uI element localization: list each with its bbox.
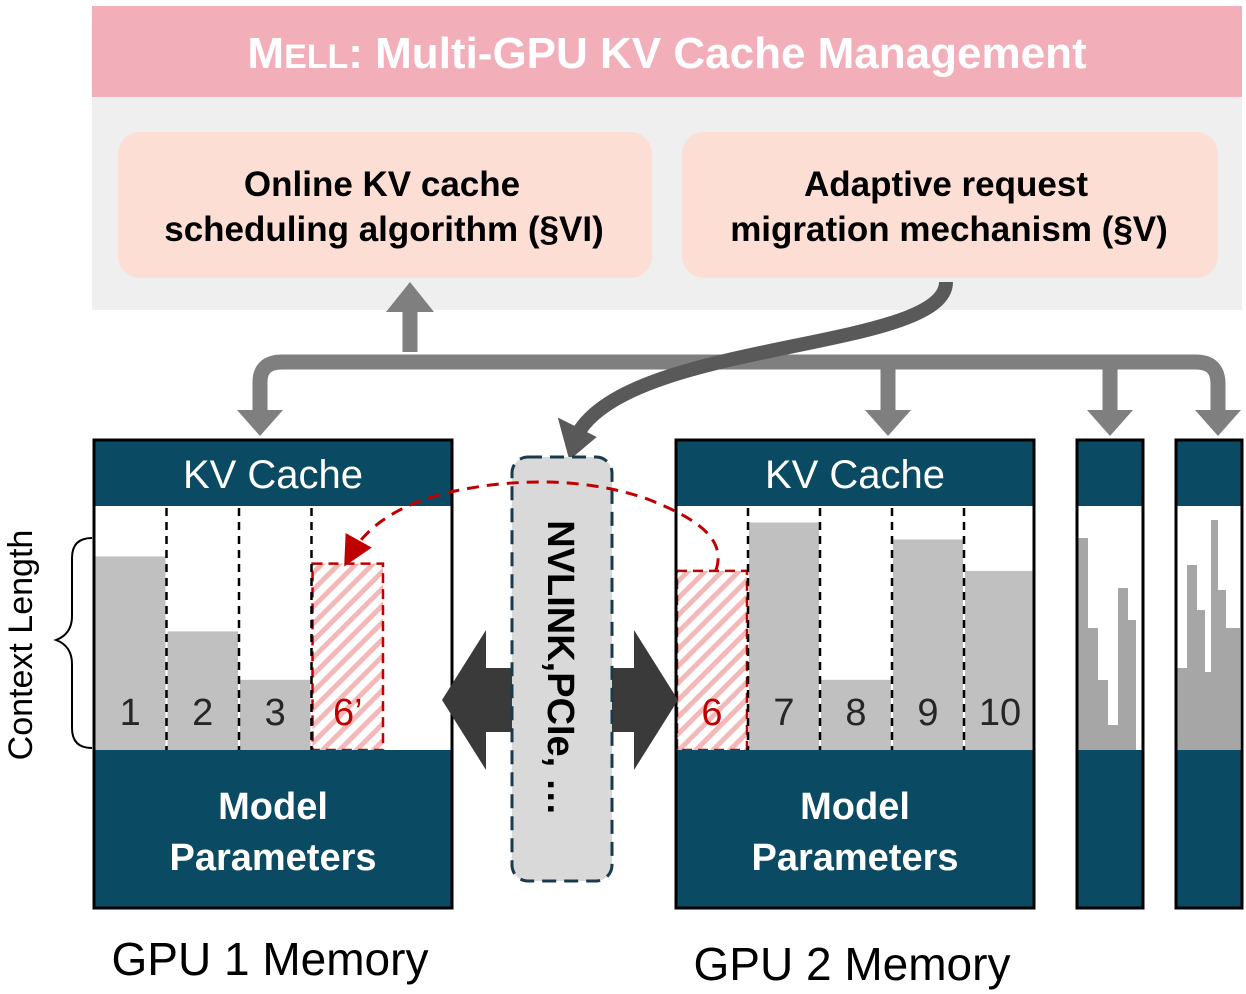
request-bar-1-3 <box>893 539 963 750</box>
gpu3-memory-mini <box>1075 438 1145 910</box>
migration-arrow-head-icon <box>557 417 597 461</box>
request-bar-0-2 <box>240 679 311 750</box>
gpu2-params-line2: Parameters <box>751 837 958 879</box>
interconnect-label: NVLINK,PCIe, … <box>539 520 581 816</box>
arrow-down-gpu1-icon <box>237 410 283 436</box>
request-id-label: 2 <box>192 692 213 734</box>
gpu1-params-block <box>94 750 452 908</box>
scheduler-line1: Online KV cache <box>244 165 520 204</box>
request-bar-1-2 <box>821 679 891 750</box>
request-id-label: 8 <box>845 692 866 734</box>
gpu3-cache-usage <box>1078 538 1136 750</box>
request-id-label: 1 <box>120 692 141 734</box>
gpu2-params-block <box>676 750 1034 908</box>
gpu2-memory: KV Cache 6 7 8 9 10 Model Parameters <box>674 438 1036 910</box>
gpu1-request-bars: 1 2 3 6’ <box>95 508 385 752</box>
request-id-label: 7 <box>773 692 794 734</box>
request-bar-0-0 <box>95 556 166 750</box>
gpu1-memory: KV Cache 1 2 3 6’ Model Parameters <box>92 438 454 910</box>
migration-line1: Adaptive request <box>804 165 1088 204</box>
request-id-label: 6’ <box>333 692 363 734</box>
context-length-brace <box>53 537 93 749</box>
gpu1-caption: GPU 1 Memory <box>112 933 429 985</box>
scheduler-component <box>118 132 652 278</box>
gpu1-kv-header <box>94 440 452 506</box>
gpu2-caption: GPU 2 Memory <box>694 938 1011 990</box>
gpu4-memory-mini <box>1174 438 1244 910</box>
gpu1-params-line2: Parameters <box>169 837 376 879</box>
gpu1-params-line1: Model <box>218 786 328 828</box>
arrow-heads <box>237 282 1241 436</box>
context-length-label: Context Length <box>2 530 40 761</box>
request-bar-1-4 <box>965 570 1035 750</box>
arrow-up-to-scheduler-icon <box>386 282 434 312</box>
header-title: MELL: Multi-GPU KV Cache Management <box>247 29 1087 78</box>
gpu2-kv-label: KV Cache <box>765 453 945 497</box>
gpu2-params-line1: Model <box>800 786 910 828</box>
migration-control-arrow <box>574 280 953 435</box>
scheduler-line2: scheduling algorithm (§VI) <box>164 210 603 249</box>
arrow-down-gpu2-icon <box>865 410 911 436</box>
arrow-down-gpu4-icon <box>1195 410 1241 436</box>
request-bar-1-1 <box>749 522 819 750</box>
gpu4-cache-usage <box>1177 520 1240 750</box>
migration-component <box>682 132 1218 278</box>
request-id-label: 10 <box>979 692 1021 734</box>
request-bar-0-1 <box>167 631 238 750</box>
gpu2-kv-header <box>676 440 1034 506</box>
gpu2-request-bars: 6 7 8 9 10 <box>675 508 1035 752</box>
request-id-label: 9 <box>917 692 938 734</box>
request-id-label: 6 <box>701 692 722 734</box>
migration-line2: migration mechanism (§V) <box>730 210 1168 249</box>
request-migration-arrow <box>344 480 720 571</box>
request-bar-1-0 <box>675 569 749 752</box>
request-id-label: 3 <box>265 692 286 734</box>
header-banner <box>92 6 1242 97</box>
arrow-down-gpu3-icon <box>1087 410 1133 436</box>
interconnect-box <box>510 455 614 883</box>
gpu1-kv-label: KV Cache <box>183 453 363 497</box>
